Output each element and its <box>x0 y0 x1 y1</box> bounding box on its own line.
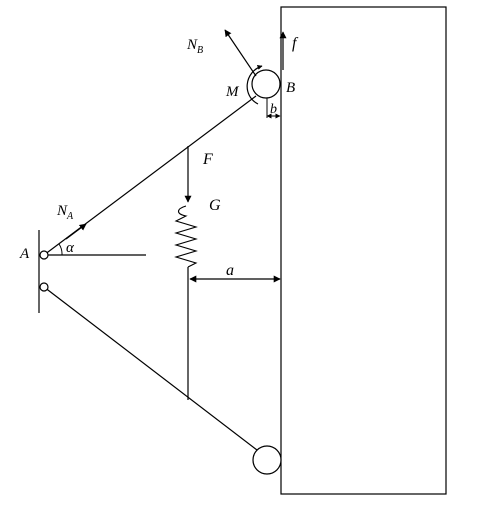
label-m: M <box>225 84 240 100</box>
force-na-arrow <box>65 223 87 240</box>
label-nb: NB <box>186 37 203 56</box>
moment-m-arrow <box>246 65 263 105</box>
roller-bottom <box>252 445 282 475</box>
spring <box>174 205 198 268</box>
label-g: G <box>209 197 221 214</box>
label-friction-f: f <box>292 35 299 52</box>
force-nb-arrow <box>224 29 257 77</box>
label-alpha: α <box>66 240 75 256</box>
label-dimension-a: a <box>226 262 234 279</box>
pin-a-upper <box>39 250 49 260</box>
lower-rod <box>43 286 258 451</box>
wall <box>280 6 447 495</box>
label-b: B <box>286 80 295 96</box>
label-a-point: A <box>19 246 30 262</box>
pin-a-lower <box>39 282 49 292</box>
label-force-f: F <box>202 151 213 168</box>
angle-arc <box>58 243 63 256</box>
label-na: NA <box>56 203 74 222</box>
roller-b <box>251 69 281 99</box>
label-offset-b: b <box>270 102 277 117</box>
